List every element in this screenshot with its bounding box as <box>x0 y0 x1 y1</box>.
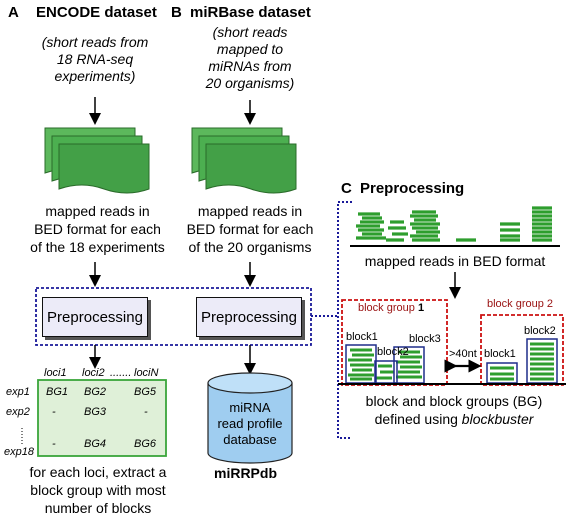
cell-exp2-3: - <box>144 406 148 418</box>
block1-label: block1 <box>346 331 378 343</box>
panel-a-mapped-text: mapped reads in BED format for each of t… <box>30 203 165 255</box>
col-lociN: lociN <box>134 367 159 379</box>
cell-exp1-3: BG5 <box>134 386 157 398</box>
panel-a-subtitle: (short reads from 18 RNA-seq experiments… <box>41 34 149 84</box>
panel-c-letter: C <box>341 180 352 197</box>
cell-exp1-1: BG1 <box>46 386 69 398</box>
g2-block2-rect <box>526 338 558 384</box>
document-stack-a-icon <box>44 127 150 194</box>
panel-c-title: Preprocessing <box>360 180 465 197</box>
row-label-exp2: exp2 <box>6 406 30 418</box>
row-label-exp18: exp18 <box>4 446 34 458</box>
preprocessing-dashed-box <box>35 287 312 346</box>
block-group-grid <box>37 379 167 457</box>
preprocessing-box-b: Preprocessing <box>196 297 302 337</box>
col-loci2: loci2 <box>82 367 105 379</box>
database-label: miRNA read profile database <box>217 400 283 447</box>
document-stack-b-icon <box>191 127 297 194</box>
gap-label: >40nt <box>449 348 477 360</box>
cell-exp18-2: BG4 <box>84 438 107 450</box>
cell-exp18-3: BG6 <box>134 438 157 450</box>
block-group-2-label: block group 2 <box>487 298 554 310</box>
block3-label: block3 <box>409 333 441 345</box>
panel-c-mapped-label: mapped reads in BED format <box>364 253 546 269</box>
panel-a-letter: A <box>8 4 19 21</box>
col-loci1: loci1 <box>44 367 67 379</box>
cell-exp18-1: - <box>52 438 56 450</box>
database-icon <box>207 372 293 464</box>
panel-c-caption: block and block groups (BG) defined usin… <box>365 393 543 427</box>
mapped-reads-top <box>356 206 552 242</box>
block-group-1-label: block group 1 <box>358 302 425 314</box>
panel-b-letter: B <box>171 4 182 21</box>
block2-label: block2 <box>377 346 409 358</box>
preprocessing-box-a: Preprocessing <box>42 297 148 337</box>
g2-block2-label: block2 <box>524 325 556 337</box>
panel-c-bracket <box>337 201 352 439</box>
panel-b-mapped-text: mapped reads in BED format for each of t… <box>186 203 314 255</box>
cell-exp1-2: BG2 <box>84 386 107 398</box>
cell-exp2-2: BG3 <box>84 406 107 418</box>
row-label-exp1: exp1 <box>6 386 30 398</box>
cell-exp2-1: - <box>52 406 56 418</box>
database-name: miRRPdb <box>214 465 277 481</box>
panel-b-title: miRBase dataset <box>190 4 311 21</box>
col-ellipsis: ....... <box>110 367 132 379</box>
panel-a-result-text: for each loci, extract a block group wit… <box>29 464 167 516</box>
panel-a-title: ENCODE dataset <box>36 4 157 21</box>
g2-block1-label: block1 <box>484 348 516 360</box>
panel-b-subtitle: (short reads mapped to miRNAs from 20 or… <box>205 24 295 91</box>
mapped-reads-blocks <box>348 342 554 381</box>
